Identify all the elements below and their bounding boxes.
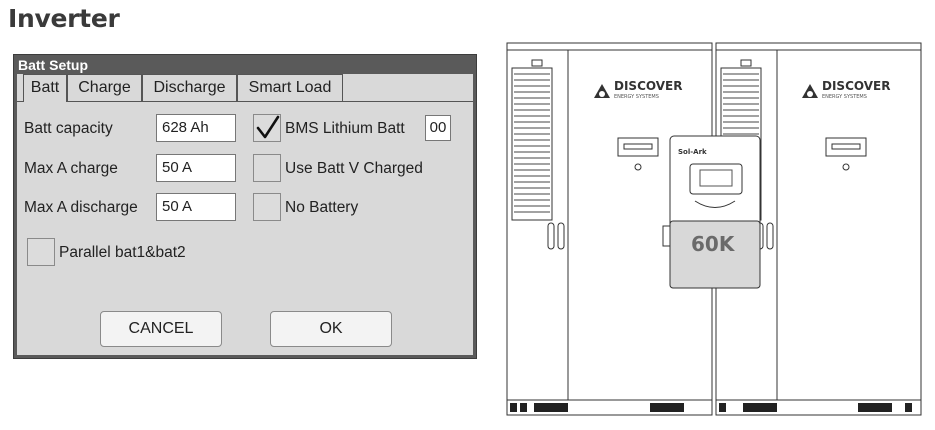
max-a-discharge-field[interactable]: 50 A bbox=[156, 193, 236, 221]
discover-logo-icon bbox=[594, 84, 610, 98]
inverter-unit: Sol-Ark 60K bbox=[662, 135, 761, 289]
tab-batt[interactable]: Batt bbox=[23, 74, 67, 102]
inverter-brand: Sol-Ark bbox=[678, 148, 707, 156]
batt-setup-dialog: Batt Setup Batt Charge Discharge Smart L… bbox=[13, 54, 477, 359]
parallel-bat-label: Parallel bat1&bat2 bbox=[59, 244, 186, 261]
no-battery-checkbox[interactable] bbox=[253, 193, 281, 221]
tab-smart-load[interactable]: Smart Load bbox=[237, 74, 343, 101]
cabinet-brand-left: DISCOVER bbox=[614, 79, 682, 93]
dialog-title: Batt Setup bbox=[18, 57, 88, 73]
bms-protocol-field[interactable]: 00 bbox=[425, 115, 451, 141]
cabinet-sub-right: ENERGY SYSTEMS bbox=[822, 94, 867, 100]
bms-lithium-batt-checkbox[interactable] bbox=[253, 114, 281, 142]
cabinet-brand-right: DISCOVER bbox=[822, 79, 890, 93]
inverter-model: 60K bbox=[691, 232, 736, 256]
discover-logo-icon bbox=[802, 84, 818, 98]
cabinet-sub-left: ENERGY SYSTEMS bbox=[614, 94, 659, 100]
tab-charge[interactable]: Charge bbox=[67, 74, 142, 101]
use-batt-v-charged-checkbox[interactable] bbox=[253, 154, 281, 182]
dialog-body: Batt Charge Discharge Smart Load Batt ca… bbox=[17, 74, 473, 355]
batt-capacity-field[interactable]: 628 Ah bbox=[156, 114, 236, 142]
page-title: Inverter bbox=[8, 4, 120, 33]
tab-discharge[interactable]: Discharge bbox=[142, 74, 237, 101]
tab-bar: Batt Charge Discharge Smart Load bbox=[17, 74, 473, 102]
parallel-bat-checkbox[interactable] bbox=[27, 238, 55, 266]
max-a-charge-label: Max A charge bbox=[24, 160, 118, 177]
bms-lithium-batt-label: BMS Lithium Batt bbox=[285, 120, 405, 137]
use-batt-v-charged-label: Use Batt V Charged bbox=[285, 160, 423, 177]
batt-capacity-label: Batt capacity bbox=[24, 120, 113, 137]
cancel-button[interactable]: CANCEL bbox=[100, 311, 222, 347]
max-a-discharge-label: Max A discharge bbox=[24, 199, 138, 216]
no-battery-label: No Battery bbox=[285, 199, 359, 216]
checkmark-icon bbox=[256, 115, 280, 139]
inverter-battery-illustration: DISCOVER ENERGY SYSTEMS DISCOVER ENERGY … bbox=[506, 42, 922, 416]
max-a-charge-field[interactable]: 50 A bbox=[156, 154, 236, 182]
ok-button[interactable]: OK bbox=[270, 311, 392, 347]
